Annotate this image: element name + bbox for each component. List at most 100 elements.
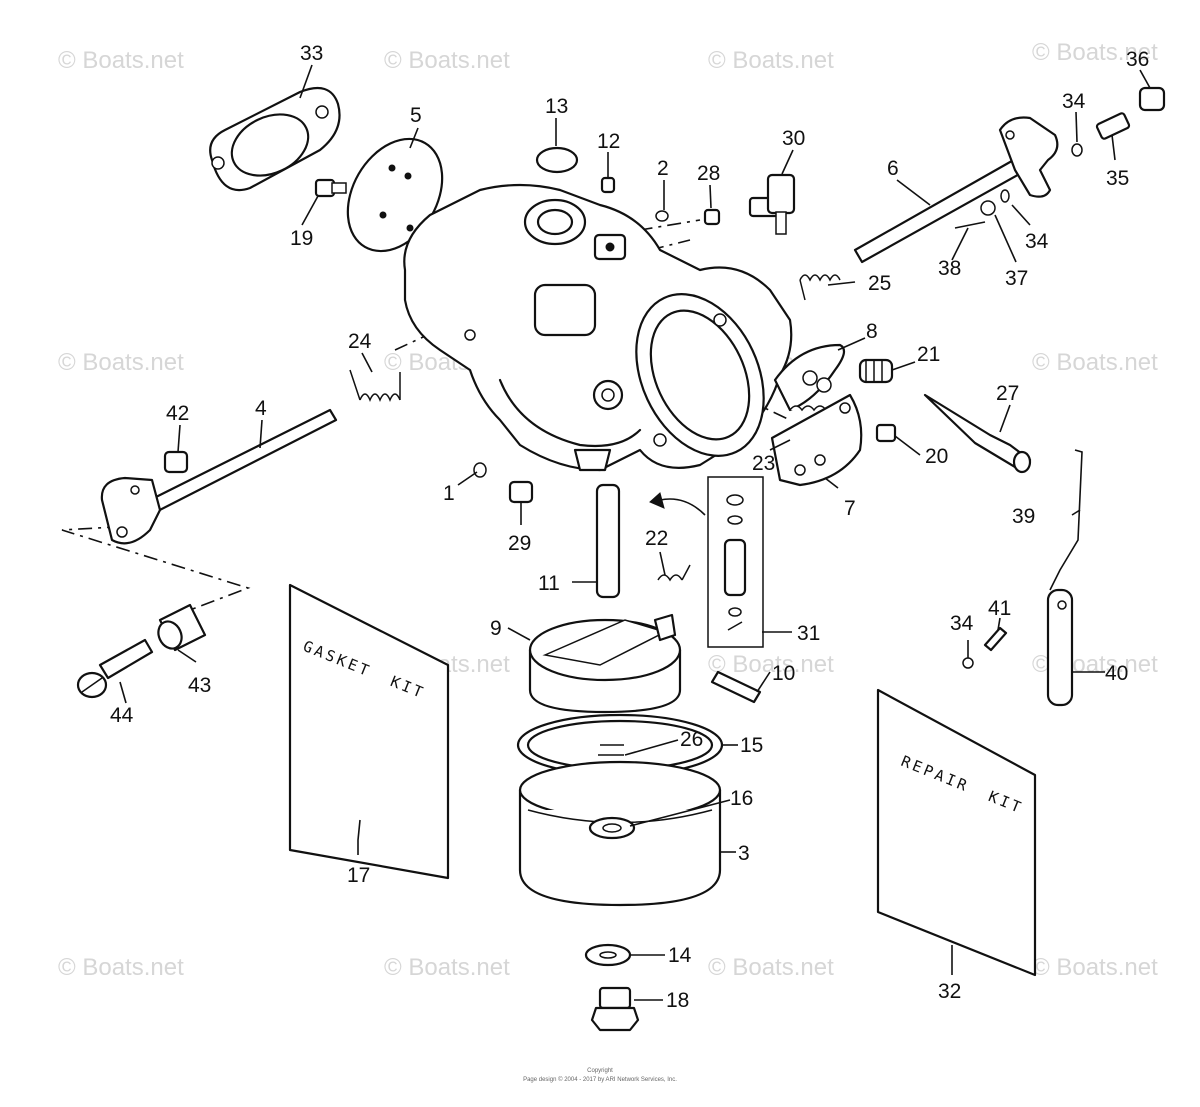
part-32-repair-kit: REPAIR KIT xyxy=(876,688,1037,977)
callout-44: 44 xyxy=(110,704,134,727)
callout-27: 27 xyxy=(996,382,1019,405)
callout-2: 2 xyxy=(657,157,669,180)
footer-page-design: Page design © 2004 - 2017 by ARI Network… xyxy=(523,1076,677,1083)
callout-24: 24 xyxy=(348,330,372,353)
callout-42: 42 xyxy=(166,402,189,425)
part-24-spring xyxy=(349,369,401,402)
callout-18: 18 xyxy=(666,989,689,1012)
callout-16: 16 xyxy=(730,787,753,810)
part-17-gasket-kit: GASKET KIT xyxy=(288,583,450,880)
watermark: © Boats.net xyxy=(708,47,834,74)
part-12-jet xyxy=(600,176,616,194)
callout-31: 31 xyxy=(797,622,820,645)
part-34b-washer xyxy=(1000,189,1010,203)
callout-37: 37 xyxy=(1005,267,1028,290)
watermark: © Boats.net xyxy=(384,47,510,74)
part-6-throttle-shaft xyxy=(853,116,1059,264)
part-29-screw xyxy=(508,480,534,504)
part-11-tube xyxy=(595,483,621,599)
part-31-inlet-valve-kit xyxy=(707,476,764,648)
callout-41: 41 xyxy=(988,597,1011,620)
part-4-choke-shaft xyxy=(100,408,338,545)
callout-23: 23 xyxy=(752,452,775,475)
callout-5: 5 xyxy=(410,104,422,127)
callout-11: 11 xyxy=(538,572,560,595)
part-44-screw xyxy=(76,638,154,699)
watermark: © Boats.net xyxy=(708,954,834,981)
part-33-gasket xyxy=(209,86,341,192)
part-20-screw xyxy=(875,423,897,443)
callout-15: 15 xyxy=(740,734,763,757)
callout-43: 43 xyxy=(188,674,211,697)
part-9-float xyxy=(528,613,682,714)
part-26-spring xyxy=(598,744,624,776)
callout-8: 8 xyxy=(866,320,878,343)
part-39-link-rod xyxy=(1049,449,1083,591)
part-23-spring xyxy=(789,405,827,412)
callout-17: 17 xyxy=(347,864,370,887)
part-18-drain-plug xyxy=(590,986,640,1032)
part-42-nut xyxy=(163,450,189,474)
callout-25: 25 xyxy=(868,272,891,295)
callout-32: 32 xyxy=(938,980,961,1003)
callout-34: 34 xyxy=(1062,90,1086,113)
part-34-washer xyxy=(1071,143,1083,157)
footer-copyright: Copyright xyxy=(587,1068,613,1074)
watermark: © Boats.net xyxy=(1032,954,1158,981)
callout-10: 10 xyxy=(772,662,795,685)
part-25-spring xyxy=(799,274,841,301)
part-15-bowl-gasket xyxy=(516,713,724,777)
carburetor-body xyxy=(403,183,793,472)
callout-20: 20 xyxy=(925,445,948,468)
part-30-elbow-fitting xyxy=(748,173,796,235)
direction-arrow xyxy=(649,492,706,516)
part-28-plug xyxy=(703,208,721,226)
callout-34: 34 xyxy=(1025,230,1049,253)
part-14-washer xyxy=(584,943,632,967)
callout-33: 33 xyxy=(300,42,323,65)
part-43-bushing xyxy=(157,603,207,652)
part-36-nut xyxy=(1138,86,1166,112)
callout-34: 34 xyxy=(950,612,974,635)
callout-22: 22 xyxy=(645,527,668,550)
callout-12: 12 xyxy=(597,130,620,153)
watermark: © Boats.net xyxy=(1032,39,1158,66)
part-34c-washer xyxy=(962,657,974,669)
watermark: © Boats.net xyxy=(58,47,184,74)
part-19-screw xyxy=(314,178,347,198)
callout-39: 39 xyxy=(1012,505,1035,528)
footer: Copyright Page design © 2004 - 2017 by A… xyxy=(523,1068,677,1083)
part-37-washer xyxy=(980,200,996,216)
callout-29: 29 xyxy=(508,532,531,555)
watermark: © Boats.net xyxy=(58,349,184,376)
callout-26: 26 xyxy=(680,728,703,751)
callout-19: 19 xyxy=(290,227,313,250)
callout-7: 7 xyxy=(844,497,856,520)
callout-4: 4 xyxy=(255,397,267,420)
part-13-cap xyxy=(535,146,579,174)
watermark: © Boats.net xyxy=(1032,349,1158,376)
callout-numbers: 33 5 13 12 2 28 30 36 34 35 6 34 37 3 8 1… xyxy=(110,42,1149,1012)
callout-9: 9 xyxy=(490,617,502,640)
callout-36: 36 xyxy=(1126,48,1149,71)
part-38-pin xyxy=(954,221,986,229)
part-2-washer xyxy=(655,210,669,222)
part-40-handle xyxy=(1046,588,1074,707)
leader-lines xyxy=(119,64,1151,1001)
callout-40: 40 xyxy=(1105,662,1128,685)
part-22-spring-clip xyxy=(657,564,691,582)
callout-35: 35 xyxy=(1106,167,1129,190)
callout-30: 30 xyxy=(782,127,805,150)
watermark: © Boats.net xyxy=(708,651,834,678)
callout-6: 6 xyxy=(887,157,899,180)
part-7-plate xyxy=(770,393,863,487)
part-27-needle xyxy=(923,393,1032,474)
callout-13: 13 xyxy=(545,95,568,118)
part-16-washer xyxy=(588,816,636,840)
callout-3: 3 xyxy=(738,842,750,865)
watermark: © Boats.net xyxy=(58,954,184,981)
part-3-float-bowl xyxy=(518,760,722,907)
part-35-screw xyxy=(1095,112,1131,140)
callout-28: 28 xyxy=(697,162,720,185)
